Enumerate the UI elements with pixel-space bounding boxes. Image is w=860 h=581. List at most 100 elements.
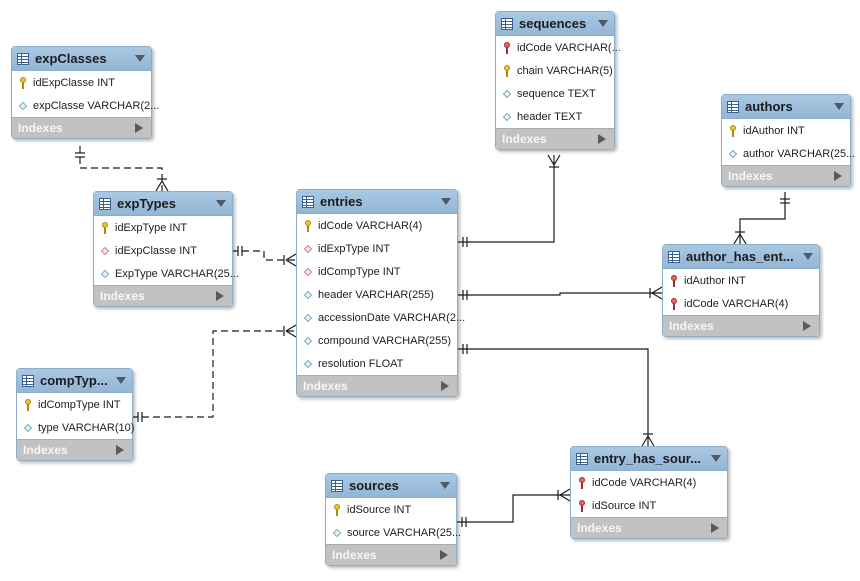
table-sources[interactable]: sources idSource INT source VARCHAR(25..… [325,473,461,566]
indexes-section[interactable]: Indexes [297,375,457,396]
table-comptypes[interactable]: compTyp... idCompType INT type VARCHAR(1… [16,368,134,461]
table-header[interactable]: expClasses [12,47,151,71]
expand-arrow-icon[interactable] [116,445,124,455]
column-row[interactable]: idAuthor INT [722,119,850,142]
expand-dropdown-icon[interactable] [135,55,145,62]
table-sequences[interactable]: sequences idCode VARCHAR(... chain VARCH… [495,11,621,150]
many-cardinality-mark [647,435,655,447]
primary-key-icon [18,76,28,89]
expand-arrow-icon[interactable] [711,523,719,533]
expand-arrow-icon[interactable] [440,550,448,560]
expand-dropdown-icon[interactable] [598,20,608,27]
column-row[interactable]: idCode VARCHAR(4) [571,471,727,494]
foreign-column-diamond-icon [303,266,313,278]
column-row[interactable]: accessionDate VARCHAR(2... [297,306,465,329]
table-authors[interactable]: authors idAuthor INT author VARCHAR(25..… [721,94,855,187]
many-cardinality-mark [161,180,169,192]
column-row[interactable]: sequence TEXT [496,82,614,105]
indexes-section[interactable]: Indexes [94,285,232,306]
many-cardinality-mark [285,253,297,261]
foreign-key-icon [577,499,587,512]
table-icon [576,452,588,465]
relationship-sources-entry_has_sources [455,494,570,523]
column-row[interactable]: idAuthor INT [663,269,819,292]
table-icon [302,195,314,208]
column-diamond-icon [303,289,313,301]
table-entries[interactable]: entries idCode VARCHAR(4) idExpType INT … [296,189,465,397]
table-title: entries [320,194,363,209]
expand-arrow-icon[interactable] [803,321,811,331]
expand-arrow-icon[interactable] [216,291,224,301]
indexes-section[interactable]: Indexes [496,128,614,149]
column-diamond-icon [332,527,342,539]
column-row[interactable]: idExpType INT [297,237,457,260]
table-entry-has-sources[interactable]: entry_has_sour... idCode VARCHAR(4) idSo… [570,446,728,539]
table-expclasses[interactable]: expClasses idExpClasse INT expClasse VAR… [11,46,159,139]
table-exptypes[interactable]: expTypes idExpType INT idExpClasse INT E… [93,191,239,307]
primary-key-icon [502,64,512,77]
column-row[interactable]: header TEXT [496,105,614,128]
many-cardinality-mark [285,330,297,338]
expand-dropdown-icon[interactable] [803,253,813,260]
table-author-has-entries[interactable]: author_has_ent... idAuthor INT idCode VA… [662,244,820,337]
table-icon [22,374,34,387]
expand-dropdown-icon[interactable] [834,103,844,110]
column-row[interactable]: compound VARCHAR(255) [297,329,457,352]
expand-arrow-icon[interactable] [834,171,842,181]
column-row[interactable]: idExpClasse INT [94,239,232,262]
expand-dropdown-icon[interactable] [441,198,451,205]
expand-dropdown-icon[interactable] [711,455,721,462]
indexes-section[interactable]: Indexes [663,315,819,336]
table-icon [668,250,680,263]
column-row[interactable]: idExpClasse INT [12,71,151,94]
table-title: sources [349,478,399,493]
expand-dropdown-icon[interactable] [216,200,226,207]
column-row[interactable]: source VARCHAR(25... [326,521,461,544]
column-row[interactable]: idSource INT [571,494,727,517]
indexes-section[interactable]: Indexes [17,439,132,460]
column-row[interactable]: header VARCHAR(255) [297,283,457,306]
expand-arrow-icon[interactable] [598,134,606,144]
table-header[interactable]: sources [326,474,456,498]
table-header[interactable]: sequences [496,12,614,36]
table-header[interactable]: compTyp... [17,369,132,393]
foreign-column-diamond-icon [303,243,313,255]
primary-key-icon [728,124,738,137]
column-row[interactable]: resolution FLOAT [297,352,457,375]
column-row[interactable]: chain VARCHAR(5) [496,59,614,82]
foreign-column-diamond-icon [100,245,110,257]
column-row[interactable]: idCompType INT [297,260,457,283]
relationship-compTypes-entries [131,330,296,418]
column-row[interactable]: type VARCHAR(10) [17,416,134,439]
table-header[interactable]: expTypes [94,192,232,216]
expand-dropdown-icon[interactable] [116,377,126,384]
column-row[interactable]: idCode VARCHAR(4) [663,292,819,315]
table-header[interactable]: entries [297,190,457,214]
column-row[interactable]: idCompType INT [17,393,132,416]
primary-key-icon [100,221,110,234]
expand-arrow-icon[interactable] [441,381,449,391]
column-row[interactable]: author VARCHAR(25... [722,142,855,165]
column-row[interactable]: idExpType INT [94,216,232,239]
many-cardinality-mark [553,154,561,166]
column-row[interactable]: idSource INT [326,498,456,521]
indexes-section[interactable]: Indexes [12,117,151,138]
indexes-section[interactable]: Indexes [326,544,456,565]
table-header[interactable]: author_has_ent... [663,245,819,269]
expand-arrow-icon[interactable] [135,123,143,133]
table-header[interactable]: entry_has_sour... [571,447,727,471]
column-diamond-icon [502,88,512,100]
table-title: compTyp... [40,373,108,388]
column-row[interactable]: idCode VARCHAR(... [496,36,621,59]
indexes-section[interactable]: Indexes [571,517,727,538]
column-row[interactable]: ExpType VARCHAR(25... [94,262,239,285]
table-header[interactable]: authors [722,95,850,119]
indexes-section[interactable]: Indexes [722,165,850,186]
many-cardinality-mark [733,233,741,245]
column-row[interactable]: idCode VARCHAR(4) [297,214,457,237]
many-cardinality-mark [641,435,649,447]
column-row[interactable]: expClasse VARCHAR(2... [12,94,159,117]
expand-dropdown-icon[interactable] [440,482,450,489]
table-icon [99,197,111,210]
